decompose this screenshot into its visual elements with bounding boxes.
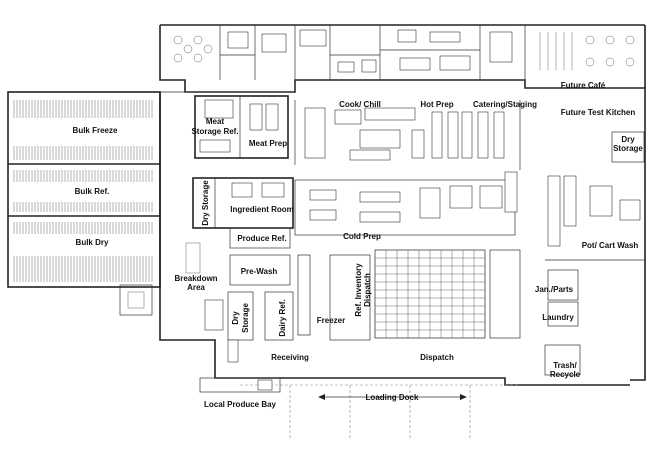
label-dairy-ref: Dairy Ref. bbox=[278, 299, 287, 336]
office-furniture bbox=[173, 29, 635, 73]
label-produce-ref: Produce Ref. bbox=[237, 234, 286, 243]
label-meat-storage-ref-2: Storage Ref. bbox=[191, 127, 238, 136]
label-freezer: Freezer bbox=[317, 316, 345, 325]
lower-left-rooms bbox=[119, 242, 371, 363]
label-bulk-freeze: Bulk Freeze bbox=[73, 126, 118, 135]
room-labels: Future Café Cook/ Chill Hot Prep Caterin… bbox=[73, 81, 644, 409]
label-trash-1: Trash/ bbox=[553, 361, 577, 370]
label-breakdown-area-1: Breakdown bbox=[174, 274, 217, 283]
label-ref-inventory-2: Dispatch bbox=[363, 273, 372, 307]
label-dry-storage-left: Dry Storage bbox=[201, 180, 210, 226]
label-cold-prep: Cold Prep bbox=[343, 232, 381, 241]
label-breakdown-area-2: Area bbox=[187, 283, 205, 292]
label-dispatch: Dispatch bbox=[420, 353, 454, 362]
dispatch-grid bbox=[374, 249, 521, 339]
label-dry-storage-right-1: Dry bbox=[621, 135, 635, 144]
label-hot-prep: Hot Prep bbox=[420, 100, 453, 109]
bulk-storage-wing bbox=[7, 91, 161, 288]
right-rooms bbox=[544, 131, 645, 376]
label-jan-parts: Jan./Parts bbox=[535, 285, 574, 294]
label-meat-prep: Meat Prep bbox=[249, 139, 287, 148]
label-future-cafe: Future Café bbox=[561, 81, 606, 90]
label-receiving: Receiving bbox=[271, 353, 309, 362]
label-ref-inventory-1: Ref. Inventory bbox=[354, 263, 363, 317]
production-zone bbox=[192, 171, 518, 249]
label-dry-storage-right-2: Storage bbox=[613, 144, 643, 153]
label-ingredient-room: Ingredient Room bbox=[230, 205, 294, 214]
label-trash-2: Recycle bbox=[550, 370, 581, 379]
label-bulk-ref: Bulk Ref. bbox=[75, 187, 110, 196]
loading-dock bbox=[199, 377, 520, 440]
label-laundry: Laundry bbox=[542, 313, 574, 322]
label-cook-chill: Cook/ Chill bbox=[339, 100, 381, 109]
label-meat-storage-ref-1: Meat bbox=[206, 117, 225, 126]
label-dry-storage-mid-1: Dry bbox=[231, 311, 240, 325]
label-loading-dock: Loading Dock bbox=[366, 393, 419, 402]
kitchen-equipment bbox=[294, 100, 521, 170]
label-future-test-kitchen: Future Test Kitchen bbox=[561, 108, 636, 117]
label-bulk-dry: Bulk Dry bbox=[76, 238, 109, 247]
label-dry-storage-mid-2: Storage bbox=[241, 303, 250, 333]
label-local-produce-bay: Local Produce Bay bbox=[204, 400, 277, 409]
meat-area bbox=[194, 95, 289, 159]
label-pot-cart-wash: Pot/ Cart Wash bbox=[582, 241, 639, 250]
label-catering-staging: Catering/Staging bbox=[473, 100, 537, 109]
label-pre-wash: Pre-Wash bbox=[241, 267, 278, 276]
